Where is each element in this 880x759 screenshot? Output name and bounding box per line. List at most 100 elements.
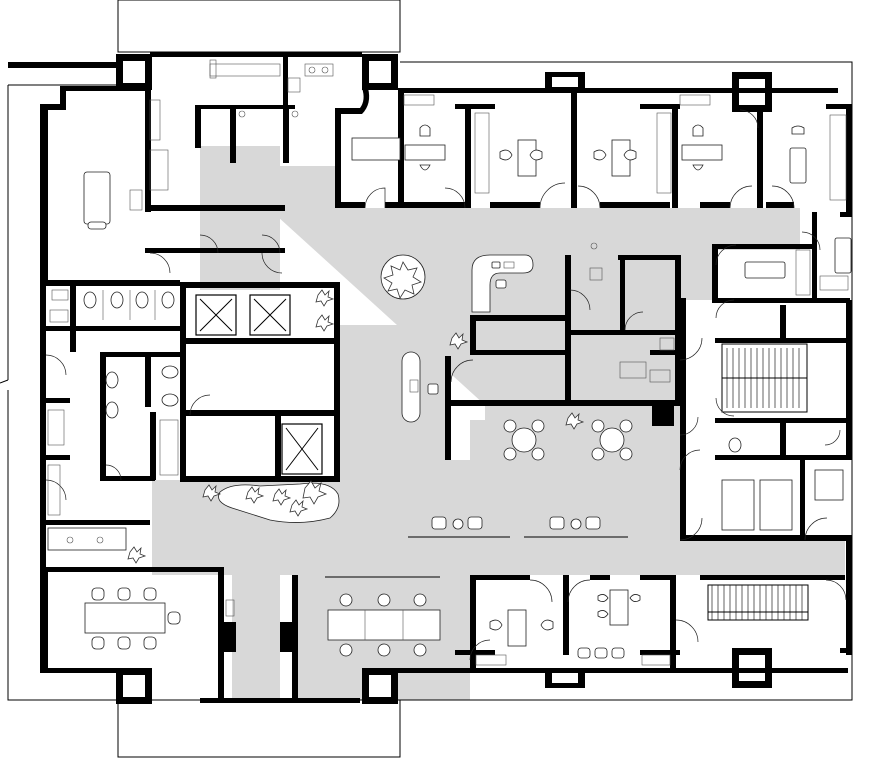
wall — [222, 622, 236, 652]
wall — [565, 255, 571, 400]
wall — [150, 412, 156, 480]
round-table — [511, 427, 537, 453]
wall — [70, 282, 76, 352]
chair — [495, 279, 507, 289]
shower — [47, 409, 65, 446]
wall — [712, 244, 718, 300]
cabinet — [149, 149, 169, 191]
meeting-room — [84, 587, 235, 650]
wall — [840, 648, 852, 653]
south-offices — [475, 589, 671, 666]
door — [567, 579, 591, 603]
door — [679, 517, 703, 541]
wall — [846, 300, 852, 460]
wall — [600, 202, 670, 208]
meeting-table — [84, 602, 166, 634]
wall — [40, 520, 150, 525]
shelf — [656, 112, 672, 194]
wall — [218, 570, 224, 702]
chair — [589, 267, 603, 281]
wall — [334, 282, 340, 482]
wall — [812, 212, 817, 300]
wall — [715, 338, 850, 343]
toilet — [287, 77, 301, 93]
treatment-room-west — [83, 171, 143, 230]
sink — [129, 189, 143, 211]
chair — [623, 149, 637, 161]
wall — [145, 248, 285, 253]
wall — [455, 104, 495, 109]
wall — [100, 352, 180, 357]
wall — [283, 55, 288, 110]
chair — [529, 149, 543, 161]
reception-desk — [471, 254, 534, 313]
plant — [449, 332, 469, 350]
sink — [51, 289, 69, 301]
wall — [640, 650, 680, 655]
column-core — [552, 77, 578, 87]
door — [739, 109, 759, 129]
door — [149, 252, 171, 274]
wall — [563, 575, 569, 655]
desk — [507, 609, 527, 647]
wall — [840, 212, 852, 217]
cabinet — [209, 59, 217, 79]
door — [679, 416, 699, 436]
elevator-car — [249, 294, 291, 336]
toilet — [105, 401, 119, 419]
wall — [470, 350, 565, 355]
planter — [409, 379, 419, 393]
shelf — [829, 114, 847, 201]
wall — [571, 92, 577, 208]
wall — [712, 244, 812, 249]
wall — [672, 108, 678, 208]
chair — [593, 149, 607, 161]
wall — [445, 400, 685, 406]
bench — [47, 527, 127, 551]
wall — [150, 567, 224, 572]
wall — [180, 282, 186, 482]
long-table — [327, 609, 441, 641]
wall — [180, 410, 340, 416]
door — [261, 234, 281, 254]
door — [825, 579, 847, 601]
wall — [40, 280, 180, 286]
doors — [45, 109, 847, 661]
wall — [180, 282, 340, 288]
north-corridor-floor — [335, 208, 800, 250]
wall — [40, 567, 150, 572]
wall — [60, 86, 150, 91]
door — [539, 182, 566, 209]
wall — [455, 650, 495, 655]
cabinet — [641, 654, 671, 666]
sink — [49, 309, 69, 323]
column-core — [123, 61, 145, 83]
chair — [791, 125, 805, 135]
wall — [40, 668, 120, 673]
wall — [8, 62, 118, 68]
door — [715, 397, 735, 417]
toilet — [161, 393, 179, 407]
door — [729, 185, 753, 209]
wall — [230, 108, 236, 163]
wall — [145, 205, 285, 211]
wall — [590, 575, 610, 580]
counter — [159, 419, 179, 476]
wall — [195, 105, 295, 109]
door — [189, 394, 211, 416]
sink — [659, 337, 675, 351]
treatment-bed — [759, 479, 793, 531]
gallery-floor — [340, 325, 445, 480]
column-core — [369, 61, 391, 83]
door — [715, 244, 737, 266]
desk — [351, 137, 401, 161]
wall — [150, 52, 362, 57]
door — [569, 289, 591, 311]
column-core — [552, 673, 578, 683]
desk — [609, 589, 629, 626]
wall — [470, 315, 476, 355]
chair — [427, 383, 439, 395]
cabinet — [47, 464, 61, 516]
wall — [292, 575, 298, 700]
